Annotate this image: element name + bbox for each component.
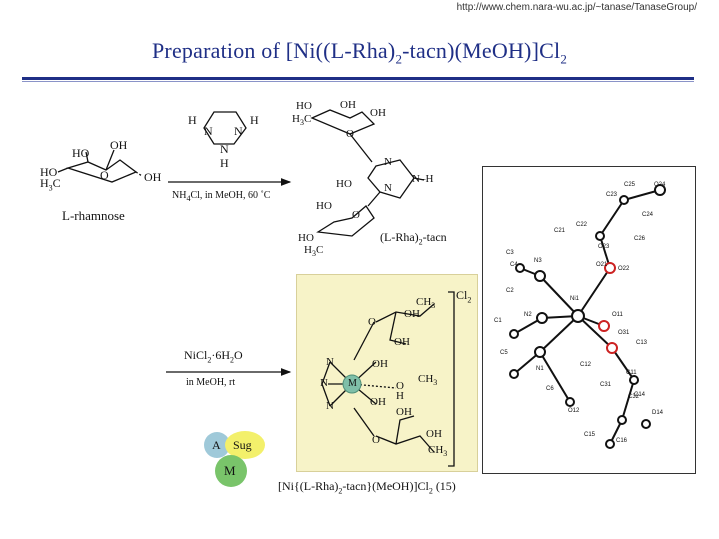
rha-ho2-label: HO <box>40 165 58 179</box>
crystal-label-c4: C4 <box>510 262 518 268</box>
crystal-label-c24: C24 <box>642 212 654 218</box>
cx-oh-f: OH <box>426 428 442 440</box>
lig-oh1: OH <box>340 99 356 111</box>
lig-o1: O <box>346 128 354 140</box>
title-rule <box>22 77 694 80</box>
tacn-n2: N <box>234 124 243 138</box>
crystal-label-c6: C6 <box>546 386 554 392</box>
ligand-sugar-bottom <box>316 205 375 237</box>
crystal-label-d14: D14 <box>652 410 664 416</box>
step2-conditions: in MeOH, rt <box>186 377 236 388</box>
crystal-label-o21: O21 <box>596 262 608 268</box>
cx-metal: M <box>348 378 357 389</box>
cx-oh-e: OH <box>396 406 412 418</box>
cx-oh-d: OH <box>370 396 386 408</box>
cx-oh-c: OH <box>372 358 388 370</box>
step1-reagent: NH4Cl, in MeOH, 60 ˚C <box>172 190 271 203</box>
cx-h-meoh: H <box>396 390 404 402</box>
cx-o-top: O <box>368 316 376 328</box>
cx-n1: N <box>326 356 334 368</box>
lig-oh2: OH <box>370 107 386 119</box>
crystal-label-c3: C3 <box>506 250 514 256</box>
complex-counterion: Cl2 <box>456 288 472 305</box>
crystal-label-c1: C1 <box>494 318 502 324</box>
complex-panel <box>296 274 478 472</box>
legend-A-circle <box>204 432 230 458</box>
crystal-label-c26: C26 <box>634 236 646 242</box>
ligand-sugar-top <box>310 109 376 135</box>
lig-n2: N <box>384 182 392 194</box>
crystal-label-c2: C2 <box>506 288 514 294</box>
crystal-label-c13: C13 <box>636 340 648 346</box>
crystal-label-o31: O31 <box>618 330 630 336</box>
page-title: Preparation of [Ni((L-Rha)2-tacn)(MeOH)]… <box>151 38 568 67</box>
crystal-label-o23: O23 <box>598 244 610 250</box>
cx-ch3-meoh: CH3 <box>418 373 438 388</box>
cx-o-meoh: O <box>396 380 404 392</box>
cx-ch3-bottom: CH3 <box>428 444 448 459</box>
lig-ho1: HO <box>296 100 312 112</box>
crystal-label-c22: C22 <box>576 222 588 228</box>
rha-oh-label: OH <box>110 138 128 152</box>
crystal-label-c23: C23 <box>606 192 618 198</box>
crystal-label-c15: C15 <box>584 432 596 438</box>
crystal-label-c16: C16 <box>616 438 628 444</box>
tacn-h1: H <box>188 113 197 127</box>
lig-ho2: HO <box>336 178 352 190</box>
lig-nh: N–H <box>412 173 434 185</box>
cx-oh-b: OH <box>394 336 410 348</box>
rhamnose-label: L-rhamnose <box>62 208 125 223</box>
crystal-label-o24: O24 <box>654 182 666 188</box>
cx-oh-a: OH <box>404 308 420 320</box>
lig-o2: O <box>352 209 360 221</box>
cx-n2: N <box>320 377 328 389</box>
cx-ch3-top: CH3 <box>416 296 436 311</box>
rha-ho-label: HO <box>72 146 90 160</box>
crystal-label-n1: N1 <box>536 366 544 372</box>
lig-ho4: HO <box>298 232 314 244</box>
crystal-label-c32: C32 <box>628 394 640 400</box>
ligand-tacn-ring <box>367 159 415 199</box>
crystal-label-c21: C21 <box>554 228 566 234</box>
crystal-label-o12: O12 <box>568 408 580 414</box>
cx-o-bottom: O <box>372 434 380 446</box>
crystal-label-c14: C14 <box>634 392 646 398</box>
rha-oh2-label: OH <box>144 170 162 184</box>
crystal-label-c5: C5 <box>500 350 508 356</box>
legend-M-circle <box>215 455 247 487</box>
cx-n3: N <box>326 400 334 412</box>
rha-ring-o: O <box>100 168 109 182</box>
crystal-label-n2: N2 <box>524 312 532 318</box>
rha-h3c-label: H3C <box>40 176 61 193</box>
legend-A: A <box>212 438 221 452</box>
legend-sug: Sug <box>233 438 252 452</box>
source-url[interactable]: http://www.chem.nara-wu.ac.jp/~tanase/Ta… <box>456 2 697 13</box>
title-rule-thin <box>22 81 694 82</box>
crystal-label-c31: C31 <box>600 382 612 388</box>
crystal-label-o22: O22 <box>618 266 630 272</box>
crystal-label-o11: O11 <box>612 312 623 318</box>
lig-h3c1: H3C <box>292 113 312 128</box>
step2-reagent: NiCl2·6H2O <box>184 348 243 365</box>
legend-M: M <box>224 463 236 478</box>
crystal-label-n3: N3 <box>534 258 542 264</box>
tacn-h2: H <box>250 113 259 127</box>
lig-n1: N <box>384 156 392 168</box>
metal-center <box>342 374 362 394</box>
ligand-label: (L-Rha)2-tacn <box>380 230 447 247</box>
tacn-h3: H <box>220 156 229 170</box>
tacn-n3: N <box>220 142 229 156</box>
crystal-label-c12: C12 <box>580 362 592 368</box>
tacn-ring <box>203 111 247 145</box>
lig-ho3: HO <box>316 200 332 212</box>
crystal-label-c25: C25 <box>624 182 636 188</box>
legend-sug-circle <box>225 431 265 459</box>
product-label: [Ni{(L-Rha)2-tacn}(MeOH)]Cl2 (15) <box>278 479 456 496</box>
tacn-n1: N <box>204 124 213 138</box>
lig-h3c2: H3C <box>304 244 324 259</box>
crystal-label-ni1: Ni1 <box>570 296 580 302</box>
crystal-label-c11: C11 <box>626 370 637 376</box>
